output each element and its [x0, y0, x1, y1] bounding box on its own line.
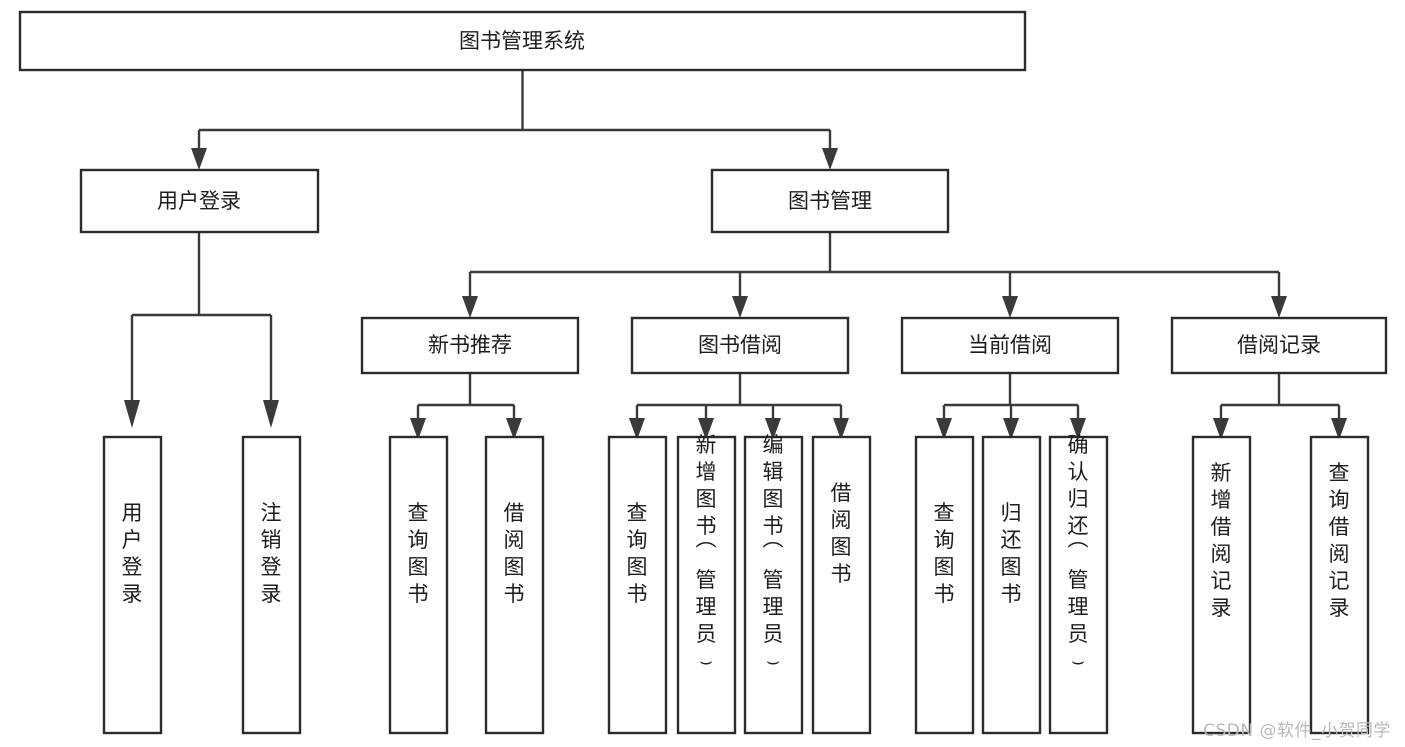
arrowhead-user-login: [191, 148, 207, 170]
leaf-book-borrow-2-label: 新增图书⌒管理员⌣: [696, 433, 717, 673]
leaf-user-login-2-box[interactable]: [241, 435, 302, 735]
leaf-book-borrow-1-box[interactable]: [607, 435, 668, 735]
leaf-new-book-recommend-1[interactable]: 查询图书: [388, 435, 449, 735]
leaf-current-borrow-3[interactable]: 确认归还⌒管理员⌣: [1048, 433, 1109, 735]
arrowhead-leaf-br-2: [1331, 418, 1347, 440]
node-borrow-record[interactable]: 借阅记录: [1170, 316, 1388, 375]
node-current-borrow-box[interactable]: [900, 316, 1120, 375]
arrowhead-leaf-cb-2: [1003, 418, 1019, 440]
leaf-borrow-record-1[interactable]: 新增借阅记录: [1191, 435, 1252, 735]
leaf-current-borrow-3-box[interactable]: [1048, 435, 1109, 735]
arrowhead-leaf-br-1: [1213, 418, 1229, 440]
node-book-borrow[interactable]: 图书借阅: [630, 316, 850, 375]
node-book-borrow-box[interactable]: [630, 316, 850, 375]
leaf-borrow-record-2-box[interactable]: [1309, 435, 1370, 735]
connector-group-current-borrow: [936, 373, 1086, 440]
arrowhead-leaf-bb-2: [698, 418, 714, 440]
node-current-borrow[interactable]: 当前借阅: [900, 316, 1120, 375]
arrowhead-current-borrow: [1002, 296, 1018, 318]
leaf-book-borrow-3[interactable]: 编辑图书⌒管理员⌣: [743, 433, 804, 735]
leaf-book-borrow-2[interactable]: 新增图书⌒管理员⌣: [676, 433, 737, 735]
connector-group-user-login: [124, 232, 279, 428]
arrowhead-leaf-cb-3: [1070, 418, 1086, 440]
leaf-current-borrow-1-box[interactable]: [914, 435, 975, 735]
leaf-book-borrow-1[interactable]: 查询图书: [607, 435, 668, 735]
leaf-new-book-recommend-2-label: 借阅图书: [504, 501, 525, 606]
leaf-user-login-2-label: 注销登录: [261, 501, 282, 606]
leaf-current-borrow-2-box[interactable]: [981, 435, 1042, 735]
connector-group-borrow-record: [1213, 373, 1347, 440]
node-new-book-recommend-label: 新书推荐: [428, 333, 512, 357]
leaf-user-login-1-label: 用户登录: [122, 501, 143, 606]
leaf-user-login-1[interactable]: 用户登录: [102, 435, 163, 735]
arrowhead-book-manage: [822, 148, 838, 170]
leaf-borrow-record-2[interactable]: 查询借阅记录: [1309, 435, 1370, 735]
node-book-manage-box[interactable]: [710, 168, 950, 234]
leaf-new-book-recommend-2-box[interactable]: [484, 435, 545, 735]
node-new-book-recommend[interactable]: 新书推荐: [360, 316, 580, 375]
leaf-borrow-record-1-label: 新增借阅记录: [1211, 461, 1232, 620]
connector-group-book-borrow: [629, 373, 849, 440]
arrowhead-leaf-bb-3: [765, 418, 781, 440]
node-user-login[interactable]: 用户登录: [79, 168, 320, 234]
node-root-system[interactable]: 图书管理系统: [18, 10, 1027, 72]
leaf-book-borrow-3-label: 编辑图书⌒管理员⌣: [763, 433, 784, 673]
node-current-borrow-label: 当前借阅: [968, 333, 1052, 357]
node-book-manage-label: 图书管理: [788, 189, 872, 213]
arrowhead-borrow-record: [1271, 296, 1287, 318]
leaf-current-borrow-1-label: 查询图书: [934, 501, 955, 606]
leaf-new-book-recommend-2[interactable]: 借阅图书: [484, 435, 545, 735]
leaf-current-borrow-2-label: 归还图书: [1001, 501, 1022, 606]
leaf-borrow-record-2-label: 查询借阅记录: [1329, 461, 1350, 620]
node-new-book-recommend-box[interactable]: [360, 316, 580, 375]
arrowhead-leaf-nbr-1: [410, 418, 426, 440]
connector-group-new-book-recommend: [410, 373, 522, 440]
arrowhead-leaf-nbr-2: [506, 418, 522, 440]
leaf-user-login-1-box[interactable]: [102, 435, 163, 735]
leaf-book-borrow-4-label: 借阅图书: [831, 481, 852, 586]
leaf-book-borrow-1-label: 查询图书: [627, 501, 648, 606]
arrowhead-new-book-recommend: [462, 296, 478, 318]
arrowhead-leaf-bb-4: [833, 418, 849, 440]
node-user-login-box[interactable]: [79, 168, 320, 234]
node-user-login-label: 用户登录: [157, 189, 241, 213]
leaf-user-login-2[interactable]: 注销登录: [241, 435, 302, 735]
leaf-current-borrow-1[interactable]: 查询图书: [914, 435, 975, 735]
leaf-current-borrow-2[interactable]: 归还图书: [981, 435, 1042, 735]
arrowhead-book-borrow: [732, 296, 748, 318]
node-root-system-box[interactable]: [18, 10, 1027, 72]
leaf-book-borrow-4-box[interactable]: [811, 435, 872, 735]
arrowhead-leaf-user-login-1: [124, 400, 140, 428]
leaf-new-book-recommend-1-box[interactable]: [388, 435, 449, 735]
node-root-system-label: 图书管理系统: [459, 29, 585, 53]
leaf-book-borrow-4[interactable]: 借阅图书: [811, 435, 872, 735]
leaf-borrow-record-1-box[interactable]: [1191, 435, 1252, 735]
leaf-current-borrow-3-label: 确认归还⌒管理员⌣: [1068, 433, 1089, 673]
arrowhead-leaf-cb-1: [936, 418, 952, 440]
leaf-book-borrow-2-box[interactable]: [676, 435, 737, 735]
arrowhead-leaf-bb-1: [629, 418, 645, 440]
csdn-watermark: CSDN @软件_小贺同学: [1203, 721, 1391, 741]
arrowhead-leaf-user-login-2: [263, 400, 279, 428]
node-book-borrow-label: 图书借阅: [698, 333, 782, 357]
leaf-book-borrow-3-box[interactable]: [743, 435, 804, 735]
node-borrow-record-box[interactable]: [1170, 316, 1388, 375]
node-book-manage[interactable]: 图书管理: [710, 168, 950, 234]
node-borrow-record-label: 借阅记录: [1237, 333, 1321, 357]
leaf-new-book-recommend-1-label: 查询图书: [408, 501, 429, 606]
connector-group-root: [191, 70, 838, 170]
connector-group-book-manage: [462, 232, 1287, 318]
